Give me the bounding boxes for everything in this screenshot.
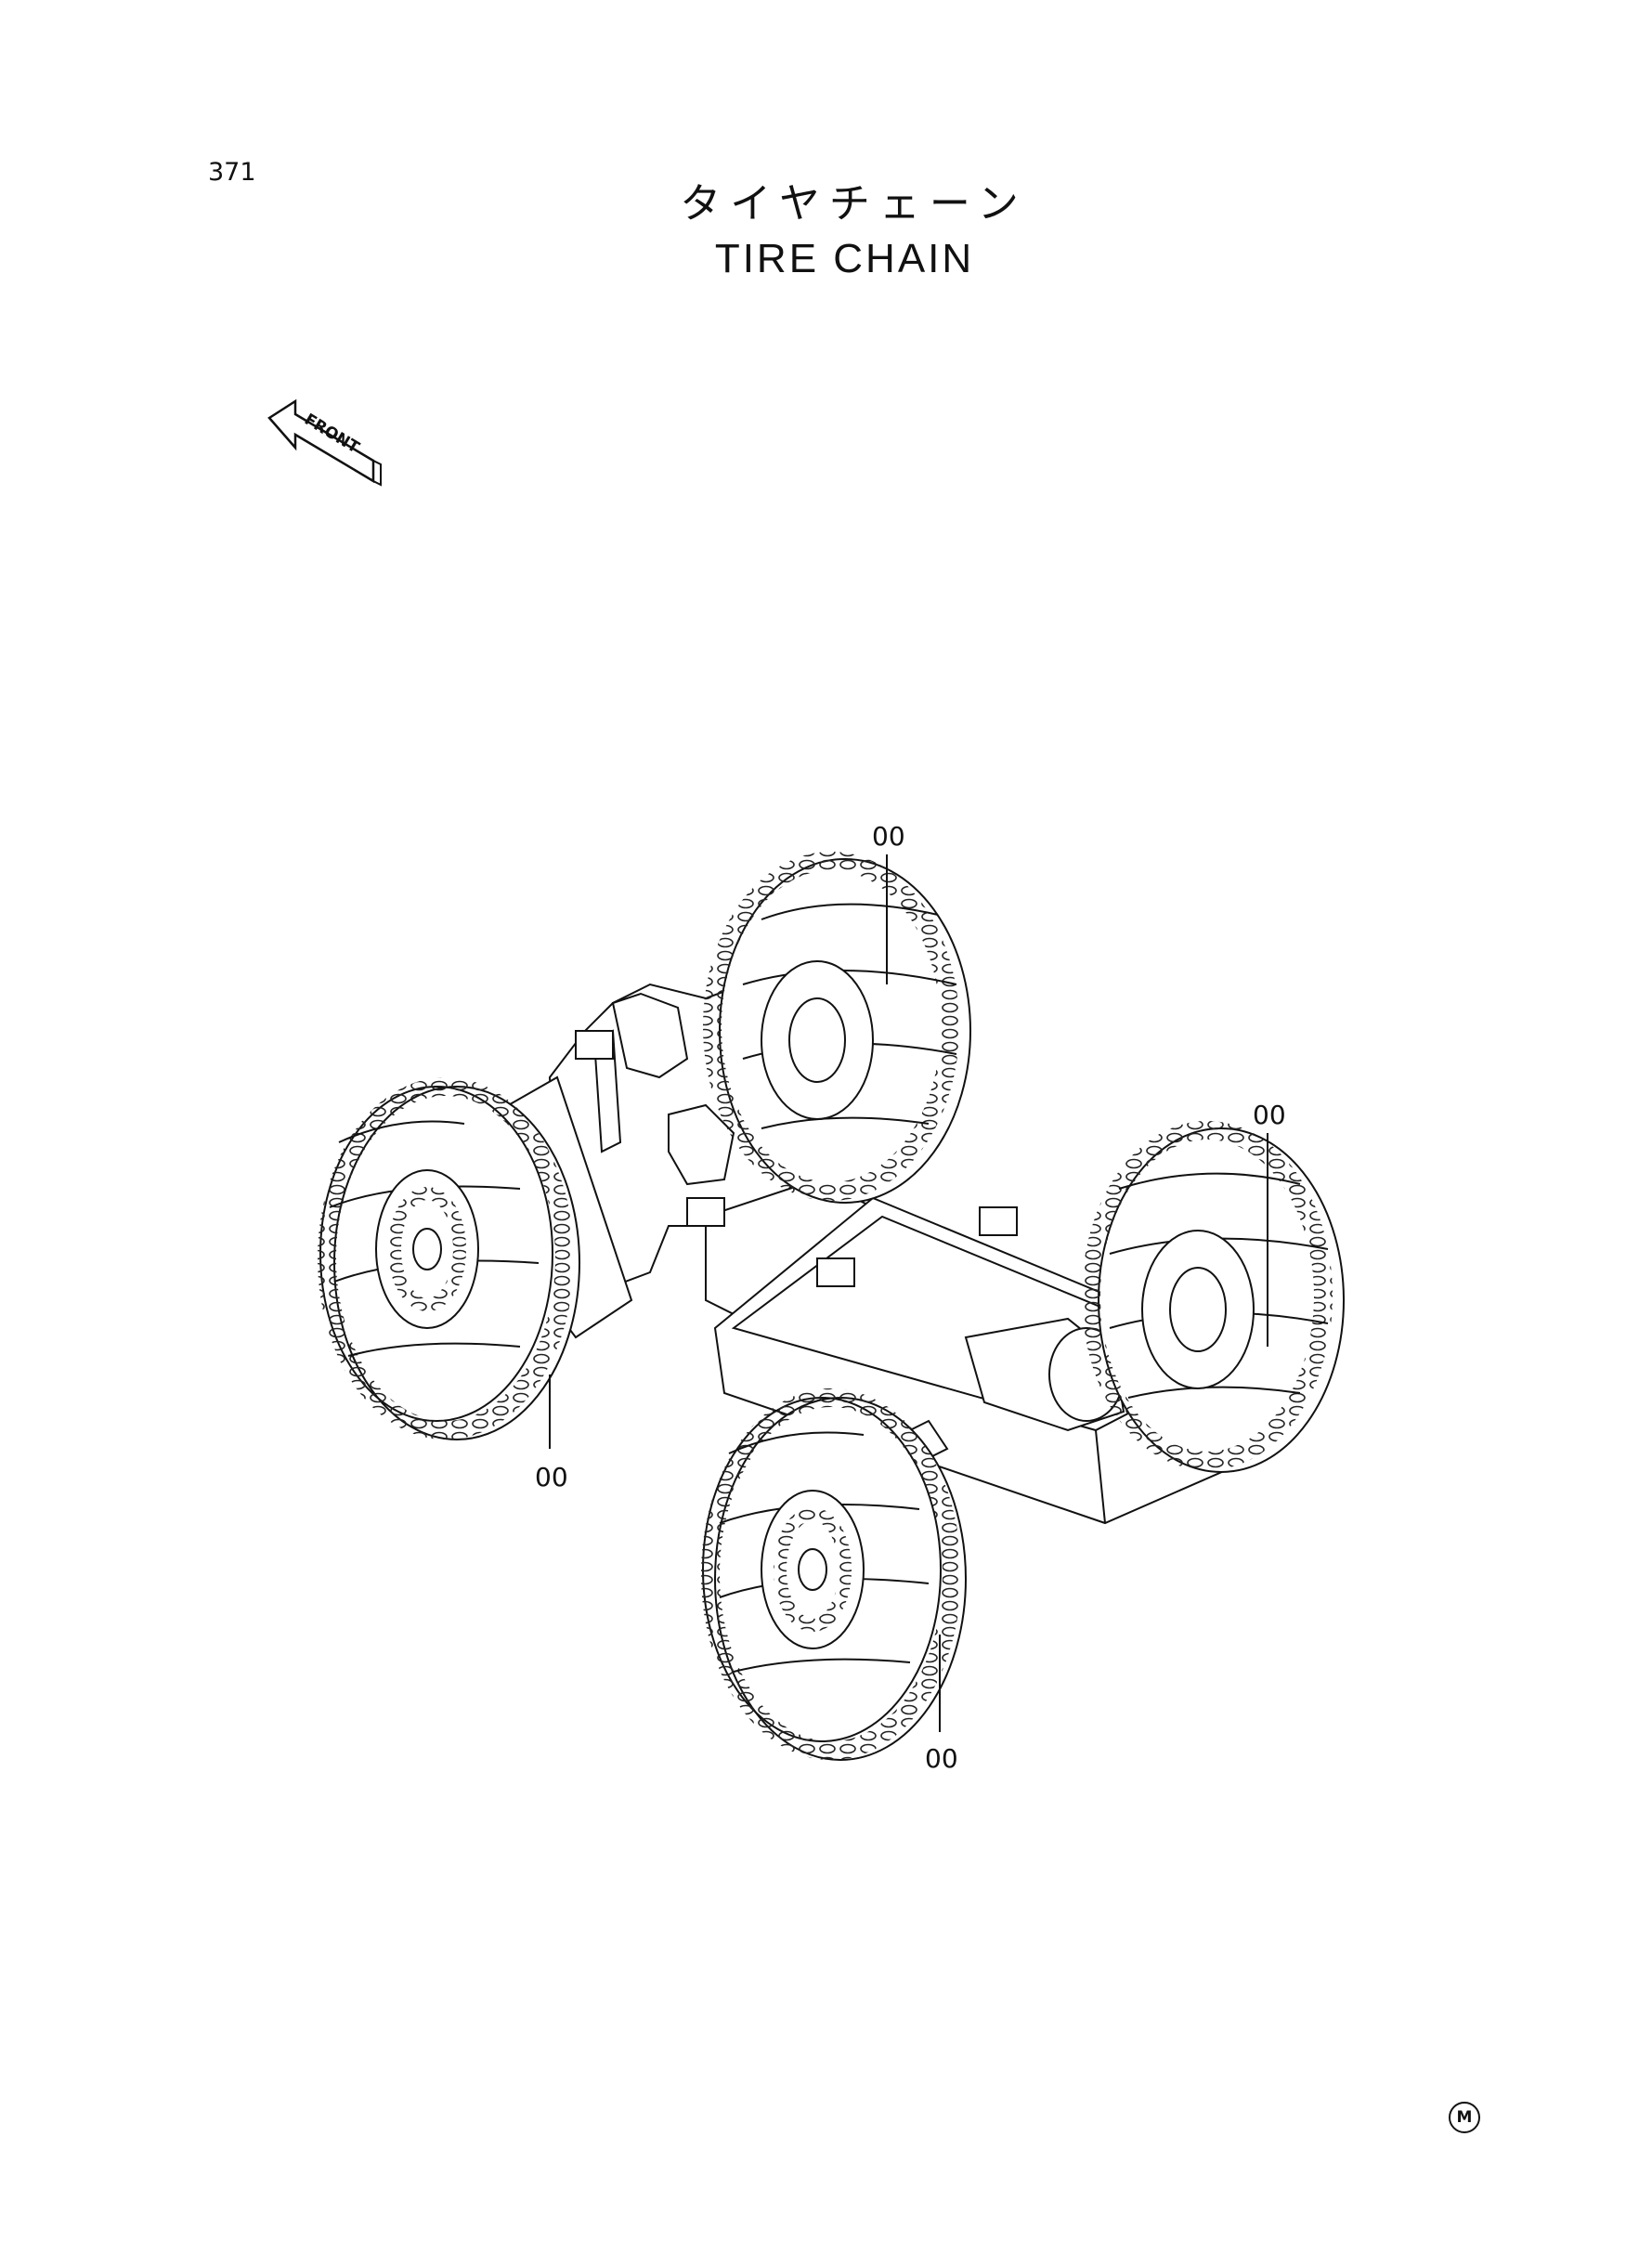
title-japanese: タイヤチェーン xyxy=(680,180,1028,228)
tire-front-bottom xyxy=(701,1388,967,1761)
tire-front-left xyxy=(318,1077,580,1440)
tire-rear-right xyxy=(1082,1121,1345,1473)
page-title: タイヤチェーン TIRE CHAIN xyxy=(0,176,1652,286)
callout-rear-top: 00 xyxy=(872,821,905,852)
callout-front-left: 00 xyxy=(535,1462,568,1492)
callout-rear-right: 00 xyxy=(1253,1100,1286,1130)
page-number: 371 xyxy=(208,158,256,187)
leader-lines xyxy=(549,854,1268,1732)
footer-mark-icon: M xyxy=(1449,2102,1480,2133)
callout-front-bottom: 00 xyxy=(925,1743,958,1774)
tire-rear-top xyxy=(703,852,971,1204)
front-arrow-icon: FRONT xyxy=(267,398,382,487)
title-english: TIRE CHAIN xyxy=(714,236,975,281)
